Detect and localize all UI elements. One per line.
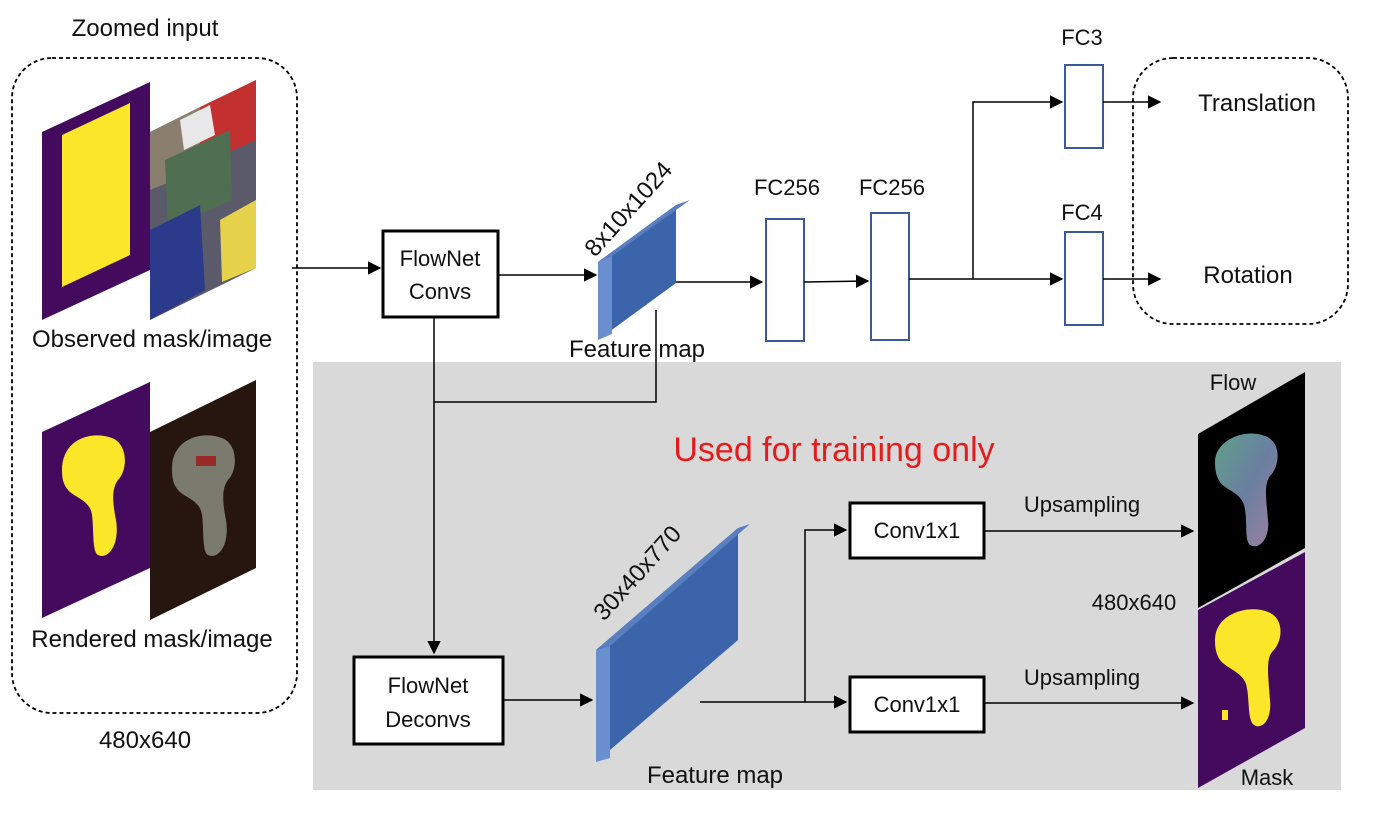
rotation-label: Rotation <box>1203 262 1292 289</box>
feature-map-label-bottom: Feature map <box>647 762 783 789</box>
zoomed-input-title: Zoomed input <box>72 15 219 42</box>
zoomed-input-box <box>11 57 298 714</box>
flownet-deconvs-box <box>352 655 505 746</box>
fc256-b-label: FC256 <box>859 175 925 200</box>
fc4-box <box>1064 231 1104 326</box>
flow-output-image <box>1198 372 1305 608</box>
observed-image <box>150 80 256 320</box>
arrow-fc256a-to-fc256b <box>803 274 870 288</box>
arrow-to-conv-top <box>804 523 848 702</box>
rendered-image <box>150 380 256 620</box>
translation-label: Translation <box>1198 90 1316 117</box>
flownet-convs-line1: FlowNet <box>400 246 481 271</box>
arrow-to-fc3 <box>972 95 1064 279</box>
fc3-box <box>1064 64 1104 149</box>
fc256-a-box <box>765 218 805 342</box>
observed-mask <box>42 82 150 320</box>
conv1x1-bottom-label: Conv1x1 <box>874 692 961 717</box>
fc256-b-box <box>870 212 910 341</box>
conv1x1-top-label: Conv1x1 <box>874 518 961 543</box>
observed-label: Observed mask/image <box>32 326 272 353</box>
flownet-deconvs-line2: Deconvs <box>385 707 471 732</box>
flownet-deconvs-line1: FlowNet <box>388 673 469 698</box>
conv1x1-top-box <box>848 501 986 560</box>
output-box <box>1132 57 1349 325</box>
flow-label: Flow <box>1210 370 1257 395</box>
rendered-mask <box>42 382 150 618</box>
conv1x1-bottom-box <box>848 675 986 734</box>
mask-label: Mask <box>1241 765 1295 790</box>
line-feature-to-deconv-join <box>434 310 657 403</box>
input-size-label: 480x640 <box>99 727 191 754</box>
fc4-label: FC4 <box>1061 200 1103 225</box>
fc3-label: FC3 <box>1061 25 1103 50</box>
output-size-label: 480x640 <box>1092 590 1176 615</box>
flownet-convs-line2: Convs <box>409 279 471 304</box>
rendered-label: Rendered mask/image <box>31 626 272 653</box>
training-only-note: Used for training only <box>673 431 994 469</box>
flownet-convs-box <box>381 229 500 319</box>
feature-map-large <box>596 524 750 762</box>
mask-output-image <box>1198 552 1305 788</box>
feature-map-small <box>598 200 690 340</box>
fc256-a-label: FC256 <box>754 175 820 200</box>
upsampling-top-label: Upsampling <box>1024 492 1140 517</box>
upsampling-bottom-label: Upsampling <box>1024 665 1140 690</box>
feature-map-label-top: Feature map <box>569 336 705 363</box>
